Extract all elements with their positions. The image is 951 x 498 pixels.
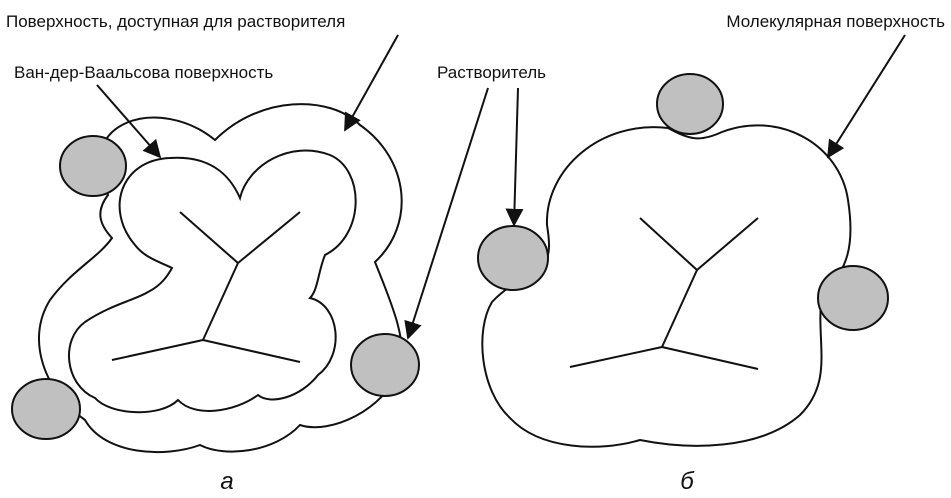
arrow-solvent-2 (514, 88, 518, 225)
arrow-molecular (828, 35, 905, 157)
solvent-probe (478, 226, 548, 290)
label-solvent: Растворитель (437, 63, 546, 82)
solvent-probe (657, 74, 723, 134)
solvent-probe (351, 334, 419, 396)
panel-label-b: б (680, 468, 695, 495)
label-solvent-accessible-surface: Поверхность, доступная для растворителя (6, 12, 345, 31)
panel-label-a: а (220, 468, 233, 495)
arrow-sas (345, 35, 398, 130)
solvent-probe (818, 266, 888, 330)
molecular-surface-outline (482, 125, 850, 446)
molecule-skeleton-a (112, 212, 300, 362)
arrow-solvent-1 (408, 88, 488, 338)
solvent-probe (12, 379, 80, 439)
panel-b (478, 74, 888, 447)
molecule-skeleton-b (570, 218, 758, 369)
solvent-probe (60, 136, 126, 196)
panel-a (12, 104, 419, 452)
label-molecular-surface: Молекулярная поверхность (726, 12, 945, 31)
label-van-der-waals-surface: Ван-дер-Ваальсова поверхность (14, 63, 273, 82)
